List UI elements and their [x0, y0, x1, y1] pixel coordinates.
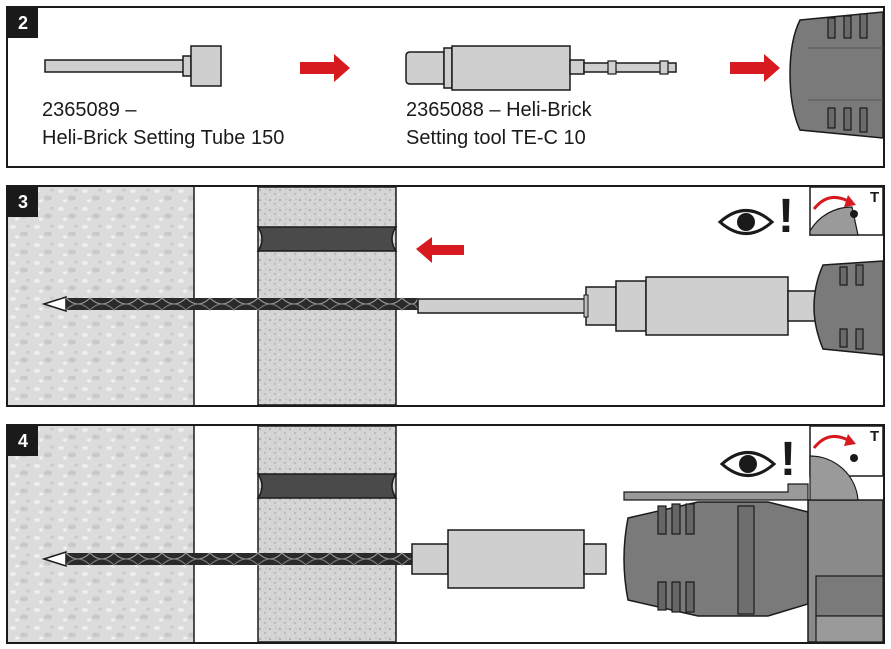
setting-tube-caption: 2365089 – Heli-Brick Setting Tube 150 — [42, 96, 284, 152]
caption-line: 2365088 – Heli-Brick — [406, 99, 592, 121]
caption-line: 2365089 – — [42, 99, 137, 121]
torque-dial-icon — [809, 187, 883, 236]
setting-tool-caption: 2365088 – Heli-Brick Setting tool TE-C 1… — [406, 96, 592, 152]
torque-symbol: T — [870, 428, 880, 445]
hammer-chuck-icon — [813, 260, 883, 356]
setting-tool-icon — [405, 45, 677, 91]
masonry-wall — [8, 426, 194, 642]
setting-tool-assembly — [411, 529, 607, 589]
depth-gauge — [623, 483, 809, 501]
helix-anchor — [41, 550, 413, 568]
hammer-drill-icon — [623, 499, 883, 642]
right-arrow-icon — [730, 54, 780, 82]
hammer-chuck-icon — [789, 11, 883, 139]
step-number: 4 — [8, 426, 38, 456]
right-arrow-icon — [300, 54, 350, 82]
setting-tool-assembly — [417, 276, 817, 336]
step-2-panel: 2 — [6, 6, 885, 168]
helix-anchor — [41, 295, 419, 313]
eye-icon — [719, 451, 777, 477]
exclamation-icon: ! — [780, 433, 796, 486]
step-number: 2 — [8, 8, 38, 38]
step-2-illustration — [44, 11, 883, 139]
exclamation-icon: ! — [778, 190, 794, 243]
caption-line: Heli-Brick Setting Tube 150 — [42, 127, 285, 149]
eye-icon — [717, 209, 775, 235]
step-3-panel: 3 — [6, 185, 885, 407]
brick-column — [256, 426, 398, 642]
masonry-wall — [8, 187, 194, 405]
step-4-illustration — [8, 426, 883, 642]
setting-tube-icon — [44, 45, 222, 87]
brick-column — [256, 187, 398, 405]
left-arrow-icon — [416, 237, 464, 263]
step-number: 3 — [8, 187, 38, 217]
step-4-panel: 4 — [6, 424, 885, 644]
torque-symbol: T — [870, 189, 880, 206]
torque-dial-icon — [809, 426, 883, 501]
step-3-illustration — [8, 187, 883, 405]
caption-line: Setting tool TE-C 10 — [406, 127, 586, 149]
